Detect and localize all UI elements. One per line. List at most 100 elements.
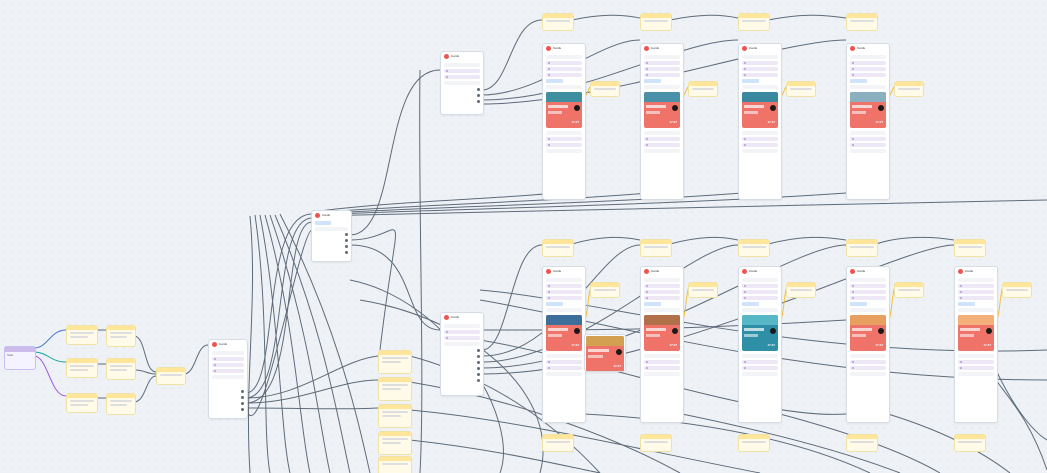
condition-node[interactable] — [66, 393, 98, 413]
message-node[interactable]: Cards — [208, 339, 248, 419]
product-card: 17.07 — [546, 315, 582, 351]
bot-avatar-icon — [546, 269, 551, 274]
connector-dot-icon[interactable] — [477, 94, 480, 97]
note-node[interactable] — [688, 282, 718, 298]
condition-node[interactable] — [954, 239, 986, 257]
message-node[interactable]: Cards — [440, 51, 484, 115]
connection-wire — [349, 244, 441, 331]
connection-wire — [274, 214, 351, 473]
condition-node[interactable] — [378, 377, 412, 401]
connection-wire — [571, 14, 641, 21]
condition-node[interactable] — [378, 431, 412, 455]
note-node[interactable] — [688, 81, 718, 97]
note-node[interactable] — [786, 282, 816, 298]
condition-node[interactable] — [66, 325, 98, 345]
connection-wire — [419, 69, 423, 473]
note-node[interactable] — [894, 81, 924, 97]
connector-dot-icon[interactable] — [345, 239, 348, 242]
condition-node[interactable] — [738, 434, 770, 452]
connector-dot-icon[interactable] — [345, 251, 348, 254]
note-node[interactable] — [786, 81, 816, 97]
condition-node[interactable] — [738, 239, 770, 257]
card-node[interactable]: 17.07 — [584, 334, 626, 372]
condition-node[interactable] — [378, 350, 412, 374]
card-price: 17.07 — [767, 343, 775, 347]
condition-node[interactable] — [542, 239, 574, 257]
condition-node[interactable] — [66, 358, 98, 378]
connection-wire — [571, 236, 641, 245]
connection-wire — [995, 369, 1047, 441]
condition-node[interactable] — [738, 13, 770, 31]
condition-node[interactable] — [106, 393, 136, 415]
card-node[interactable]: Cards 17.07 — [542, 266, 586, 423]
connection-wire — [245, 217, 313, 399]
connection-wire — [133, 369, 157, 375]
card-node[interactable]: Cards 17.07 — [846, 43, 890, 200]
card-node[interactable]: Cards 17.07 — [846, 266, 890, 423]
connection-wire — [269, 214, 331, 473]
note-node[interactable] — [894, 282, 924, 298]
note-node[interactable] — [1002, 282, 1032, 298]
condition-node[interactable] — [846, 239, 878, 257]
card-node[interactable]: Cards 17.07 — [640, 266, 684, 423]
bot-avatar-icon — [212, 342, 217, 347]
node-title: Cards — [451, 54, 460, 58]
card-node[interactable]: Cards 17.07 — [738, 266, 782, 423]
condition-node[interactable] — [640, 13, 672, 31]
connector-dot-icon[interactable] — [241, 390, 244, 393]
condition-node[interactable] — [106, 325, 136, 347]
connection-wire — [254, 214, 271, 473]
connection-wire — [481, 244, 847, 369]
start-label: Start — [7, 353, 14, 357]
node-title: Cards — [553, 46, 562, 50]
condition-node[interactable] — [106, 358, 136, 380]
condition-node[interactable] — [846, 434, 878, 452]
connection-wire — [33, 355, 67, 397]
connector-dot-icon[interactable] — [241, 408, 244, 411]
condition-node[interactable] — [846, 13, 878, 31]
connection-wire — [995, 379, 1047, 471]
card-node[interactable]: Cards 17.07 — [738, 43, 782, 200]
connection-wire — [259, 214, 291, 473]
condition-node[interactable] — [954, 434, 986, 452]
connector-dot-icon[interactable] — [477, 100, 480, 103]
connector-dot-icon[interactable] — [345, 245, 348, 248]
condition-node[interactable] — [542, 434, 574, 452]
card-node[interactable]: Cards 17.07 — [542, 43, 586, 200]
connection-wire — [481, 19, 543, 91]
bot-avatar-icon — [742, 269, 747, 274]
card-price: 17.07 — [767, 120, 775, 124]
connection-wire — [583, 413, 871, 473]
connection-wire — [183, 344, 209, 375]
note-node[interactable] — [590, 282, 620, 298]
start-node[interactable]: Start — [4, 346, 36, 370]
connector-dot-icon[interactable] — [241, 396, 244, 399]
merge-node[interactable] — [156, 367, 186, 385]
card-node[interactable]: Cards 17.07 — [640, 43, 684, 200]
connection-wire — [767, 236, 847, 245]
note-node[interactable] — [590, 81, 620, 97]
connector-dot-icon[interactable] — [345, 233, 348, 236]
connection-wire — [264, 214, 311, 473]
condition-node[interactable] — [542, 13, 574, 31]
connection-wire — [311, 189, 889, 216]
condition-node[interactable] — [378, 456, 412, 473]
condition-node[interactable] — [378, 404, 412, 428]
message-node[interactable]: Cards — [440, 312, 484, 396]
message-node[interactable]: Cards — [311, 210, 352, 262]
connector-dot-icon[interactable] — [241, 402, 244, 405]
connection-wire — [247, 215, 254, 473]
card-node[interactable]: Cards 17.07 — [954, 266, 998, 423]
condition-node[interactable] — [640, 434, 672, 452]
node-title: Cards — [651, 269, 660, 273]
node-title: Cards — [749, 269, 758, 273]
bot-avatar-icon — [444, 315, 449, 320]
start-node-header — [5, 347, 35, 352]
connector-dot-icon[interactable] — [477, 88, 480, 91]
condition-node[interactable] — [640, 239, 672, 257]
bot-avatar-icon — [644, 46, 649, 51]
bot-avatar-icon — [850, 46, 855, 51]
connection-wire — [875, 236, 955, 245]
